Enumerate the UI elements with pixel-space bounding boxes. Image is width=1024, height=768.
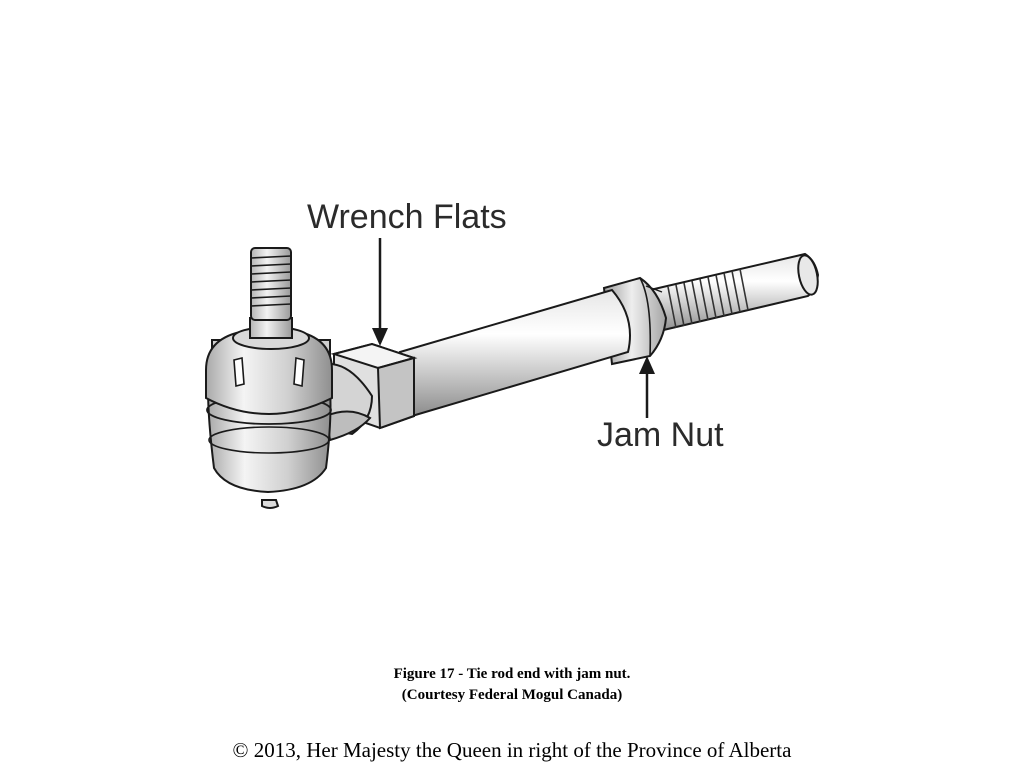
ball-stud: [232, 247, 310, 350]
tie-rod-end-illustration: [205, 238, 820, 509]
socket-housing: [205, 331, 333, 509]
figure-caption: Figure 17 - Tie rod end with jam nut.: [393, 666, 631, 682]
socket-neck: [324, 362, 374, 442]
tie-rod-sleeve: [398, 288, 631, 418]
figure-credit: (Courtesy Federal Mogul Canada): [401, 687, 623, 703]
jam-nut-arrow: [639, 356, 655, 418]
copyright-notice: © 2013, Her Majesty the Queen in right o…: [232, 738, 792, 762]
wrench-flats-label: Wrench Flats: [307, 198, 507, 236]
wrench-flats-arrow: [372, 238, 388, 346]
jam-nut-label: Jam Nut: [597, 416, 724, 454]
threaded-shaft: [648, 252, 820, 334]
